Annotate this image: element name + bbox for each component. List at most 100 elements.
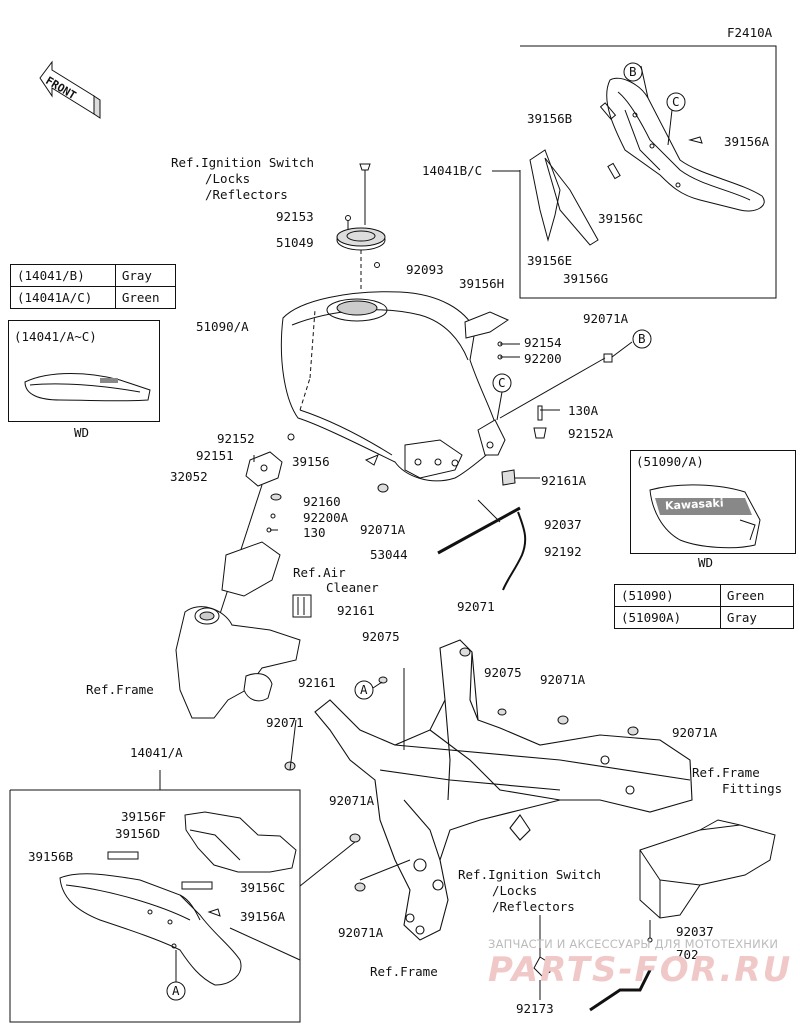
color-value: Gray: [114, 264, 177, 287]
ref-ignition-bottom-line3: /Reflectors: [492, 899, 575, 914]
part-92161a: 92161A: [541, 473, 587, 488]
color-part: (14041A/C): [10, 286, 116, 309]
wd-right-caption: WD: [698, 555, 714, 570]
part-92160: 92160: [303, 494, 341, 509]
part-92173: 92173: [516, 1001, 554, 1016]
ref-frame-fittings-line2: Fittings: [722, 781, 783, 796]
wd-left-title: (14041/A~C): [14, 329, 97, 344]
part-92161-lower: 92161: [298, 675, 336, 690]
part-39156b-bottom: 39156B: [28, 849, 74, 864]
part-51049: 51049: [276, 235, 314, 250]
part-92200: 92200: [524, 351, 562, 366]
part-92075-right: 92075: [484, 665, 522, 680]
wd-left-box: [8, 320, 160, 422]
side-cover-14041a: [59, 811, 297, 986]
part-130: 130: [303, 525, 326, 540]
part-39156a-bottom: 39156A: [240, 909, 286, 924]
color-row: (14041/B) Gray: [10, 264, 177, 287]
callout-a-frame-letter: A: [360, 682, 368, 697]
watermark-tagline: ЗАПЧАСТИ И АКСЕССУАРЫ ДЛЯ МОТОТЕХНИКИ: [488, 937, 779, 951]
wd-left-caption: WD: [74, 425, 90, 440]
part-39156a-top: 39156A: [724, 134, 770, 149]
callout-b-top: [623, 62, 643, 82]
part-14041bc: 14041B/C: [422, 163, 483, 178]
main-frame: [314, 639, 693, 941]
part-51090a: 51090/A: [196, 319, 249, 334]
part-92152: 92152: [217, 431, 255, 446]
color-value: Green: [719, 584, 795, 607]
part-39156h: 39156H: [459, 276, 505, 291]
part-702: 702: [676, 947, 699, 962]
ref-ignition-top-line3: /Reflectors: [205, 187, 288, 202]
group-bracket-14041bc: [519, 45, 777, 299]
part-32052: 32052: [170, 469, 208, 484]
part-92075-left: 92075: [362, 629, 400, 644]
part-92037-bottom: 92037: [676, 924, 714, 939]
part-92154: 92154: [524, 335, 562, 350]
color-part: (14041/B): [10, 264, 116, 287]
part-39156c-bottom: 39156C: [240, 880, 286, 895]
part-92071a-right: 92071A: [672, 725, 718, 740]
sticker-39156e: [529, 149, 599, 246]
part-92037-top: 92037: [544, 517, 582, 532]
part-39156g: 39156G: [563, 271, 609, 286]
color-part: (51090): [614, 584, 721, 607]
ref-air-cleaner-line2: Cleaner: [326, 580, 379, 595]
part-130a: 130A: [568, 403, 599, 418]
air-cleaner-ref: [221, 541, 281, 597]
part-92071a-mid: 92071A: [329, 793, 375, 808]
callout-a-bottom-letter: A: [172, 983, 180, 998]
color-value: Gray: [719, 606, 795, 629]
part-92071a-frame: 92071A: [540, 672, 586, 687]
part-92071a-bottom: 92071A: [338, 925, 384, 940]
front-arrow-icon: [39, 60, 101, 119]
color-part: (51090A): [614, 606, 721, 629]
wd-right-box: [630, 450, 796, 554]
color-row: (51090A) Gray: [614, 606, 795, 629]
part-92192: 92192: [544, 544, 582, 559]
color-table-51090: (51090) Green (51090A) Gray: [614, 584, 795, 629]
left-frame-ref: [175, 594, 312, 719]
fuel-tank-51090: [280, 291, 510, 482]
hose-92192: [437, 499, 527, 591]
watermark-logo: PARTS-FOR.RU: [488, 950, 793, 990]
color-row: (51090) Green: [614, 584, 795, 607]
part-92071a-top: 92071A: [583, 311, 629, 326]
part-39156f: 39156F: [121, 809, 167, 824]
ref-frame-left: Ref.Frame: [86, 682, 154, 697]
part-39156: 39156: [292, 454, 330, 469]
callout-c-tank-letter: C: [498, 375, 506, 390]
part-92071a-tank: 92071A: [360, 522, 406, 537]
part-92093: 92093: [406, 262, 444, 277]
figure-code: F2410A: [727, 25, 773, 40]
part-92161-upper: 92161: [337, 603, 375, 618]
ref-ignition-bottom-line2: /Locks: [492, 883, 538, 898]
color-row: (14041A/C) Green: [10, 286, 177, 309]
frame-fittings-ref: [639, 819, 776, 919]
part-39156c-top: 39156C: [598, 211, 644, 226]
ref-air-cleaner-line1: Ref.Air: [293, 565, 346, 580]
callout-c-top: [666, 92, 686, 112]
ref-frame-bottom: Ref.Frame: [370, 964, 438, 979]
wd-right-thumbnail: [649, 484, 761, 549]
part-39156b-top: 39156B: [527, 111, 573, 126]
group-bracket-14041a: [9, 789, 301, 1023]
fastener-92173: [533, 915, 653, 1012]
ref-frame-fittings-line1: Ref.Frame: [692, 765, 760, 780]
color-value: Green: [114, 286, 177, 309]
callout-b-tank: [632, 329, 652, 349]
ref-ignition-top-line1: Ref.Ignition Switch: [171, 155, 314, 170]
ref-ignition-bottom-line1: Ref.Ignition Switch: [458, 867, 601, 882]
part-92071-left: 92071: [266, 715, 304, 730]
part-92200a: 92200A: [303, 510, 349, 525]
callout-b-tank-letter: B: [638, 331, 646, 346]
color-table-14041: (14041/B) Gray (14041A/C) Green: [10, 264, 177, 309]
part-39156e: 39156E: [527, 253, 573, 268]
part-92153: 92153: [276, 209, 314, 224]
part-92151: 92151: [196, 448, 234, 463]
callout-a-frame: [354, 680, 374, 700]
part-53044: 53044: [370, 547, 408, 562]
part-14041a: 14041/A: [130, 745, 183, 760]
